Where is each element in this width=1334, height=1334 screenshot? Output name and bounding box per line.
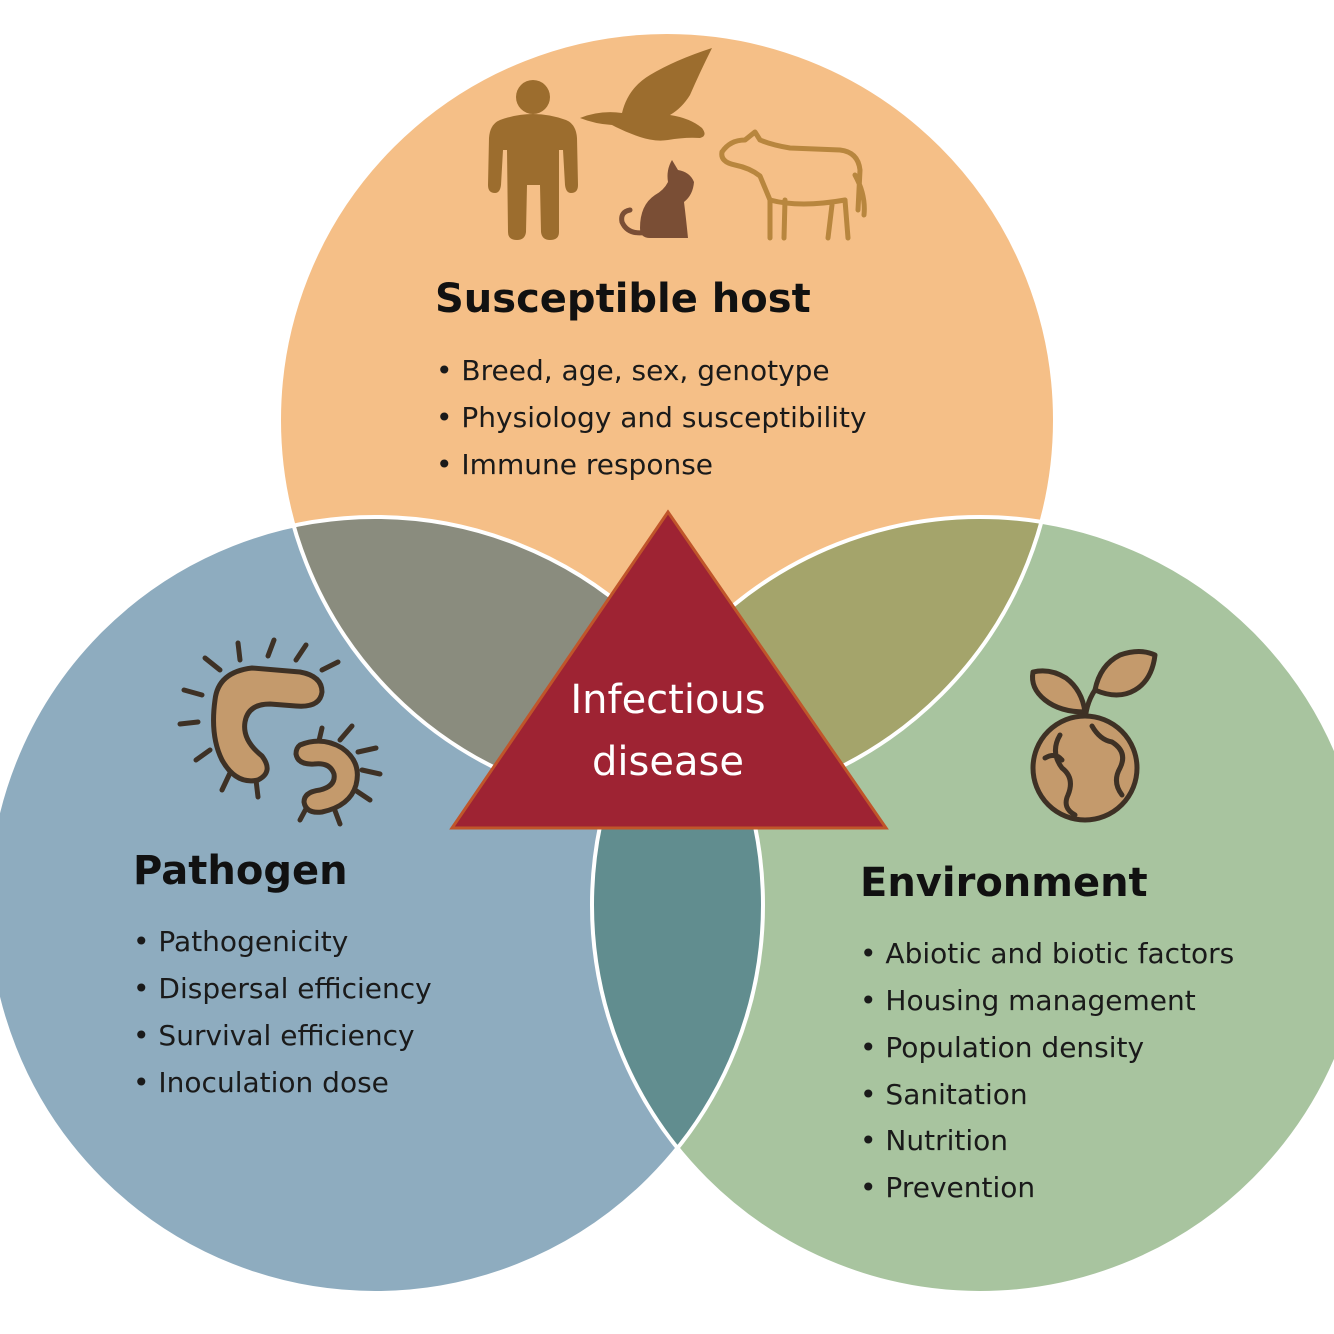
cat-icon bbox=[619, 160, 694, 238]
environment-list: • Abiotic and biotic factors • Housing m… bbox=[860, 937, 1234, 1204]
pathogen-list: • Pathogenicity • Dispersal efficiency •… bbox=[133, 925, 432, 1099]
center-label-line1: Infectious bbox=[570, 677, 765, 723]
environment-item: • Housing management bbox=[860, 984, 1196, 1017]
pathogen-item: • Inoculation dose bbox=[133, 1066, 389, 1099]
host-list: • Breed, age, sex, genotype • Physiology… bbox=[436, 354, 867, 481]
pathogen-title: Pathogen bbox=[133, 848, 348, 894]
environment-title: Environment bbox=[860, 860, 1148, 906]
environment-item: • Sanitation bbox=[860, 1078, 1028, 1111]
cow-icon bbox=[719, 129, 867, 241]
host-item: • Physiology and susceptibility bbox=[436, 401, 867, 434]
environment-item: • Population density bbox=[860, 1031, 1144, 1064]
host-item: • Immune response bbox=[436, 448, 713, 481]
host-item: • Breed, age, sex, genotype bbox=[436, 354, 830, 387]
environment-item: • Abiotic and biotic factors bbox=[860, 937, 1234, 970]
environment-item: • Prevention bbox=[860, 1171, 1035, 1204]
globe-sprout-icon bbox=[1030, 649, 1158, 823]
environment-item: • Nutrition bbox=[860, 1124, 1008, 1157]
pathogen-item: • Survival efficiency bbox=[133, 1019, 415, 1052]
pathogen-item: • Pathogenicity bbox=[133, 925, 348, 958]
infectious-disease-triangle bbox=[449, 509, 889, 830]
pathogen-item: • Dispersal efficiency bbox=[133, 972, 432, 1005]
center-label-line2: disease bbox=[592, 739, 744, 785]
environment-circle-outline bbox=[590, 515, 1334, 1295]
human-icon bbox=[488, 80, 578, 240]
bacteria-icon bbox=[177, 637, 383, 827]
pathogen-circle-outline bbox=[0, 515, 765, 1295]
host-title: Susceptible host bbox=[435, 276, 811, 322]
bird-icon bbox=[580, 48, 712, 141]
